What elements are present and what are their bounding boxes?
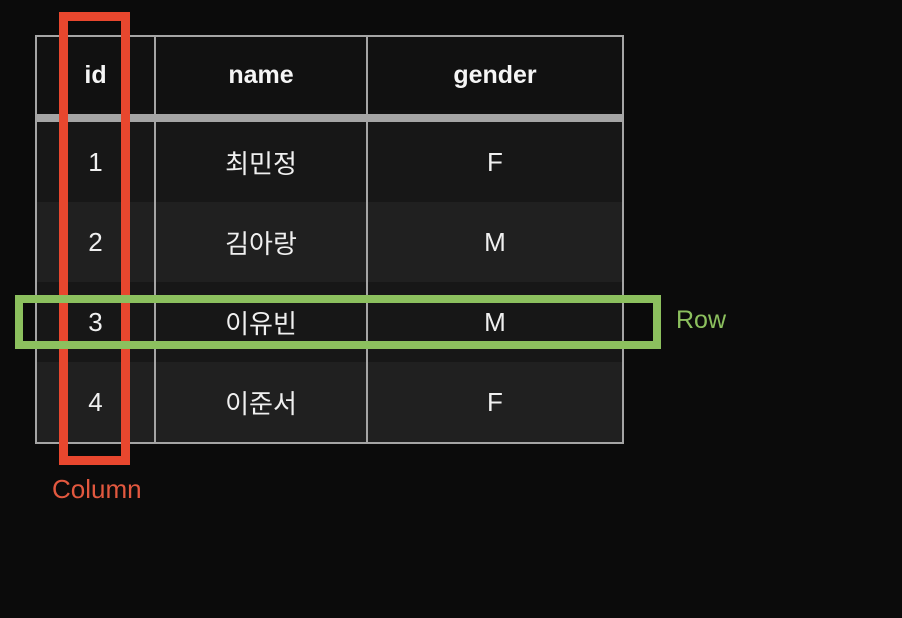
column-header-name: name: [154, 36, 368, 122]
cell-id: 1: [35, 118, 156, 202]
table-header-row: id name gender: [35, 36, 624, 122]
column-annotation-label: Column: [52, 474, 142, 504]
cell-gender: F: [366, 362, 624, 443]
column-header-id: id: [35, 36, 156, 122]
table-row: 1 최민정 F: [35, 118, 624, 202]
column-header-gender: gender: [366, 36, 624, 122]
cell-gender: M: [366, 202, 624, 282]
cell-gender: F: [366, 118, 624, 202]
cell-name: 최민정: [154, 118, 368, 202]
cell-name: 이준서: [154, 362, 368, 443]
row-annotation-label: Row: [676, 306, 727, 334]
data-table: id name gender 1 최민정 F 2 김아랑 M 3 이유빈 M: [35, 35, 624, 444]
cell-gender: M: [366, 282, 624, 362]
cell-id: 2: [35, 202, 156, 282]
cell-id: 3: [35, 282, 156, 362]
cell-id: 4: [35, 362, 156, 443]
table-row-highlighted: 3 이유빈 M: [35, 282, 624, 362]
cell-name: 이유빈: [154, 282, 368, 362]
cell-name: 김아랑: [154, 202, 368, 282]
table-row: 4 이준서 F: [35, 362, 624, 443]
table-row: 2 김아랑 M: [35, 202, 624, 282]
